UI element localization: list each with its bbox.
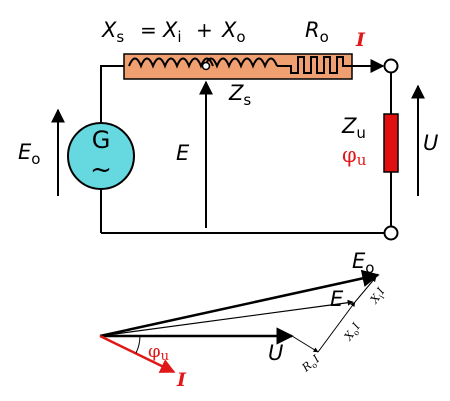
phasor-e — [99, 299, 354, 337]
phasor-label-i: I — [176, 369, 187, 391]
label-xo: Xo — [221, 18, 246, 46]
generator-label: G — [92, 126, 111, 154]
phasor-diagram: Eo E U φu I XiI XoI RoI — [99, 249, 389, 391]
label-equals: = — [140, 18, 157, 42]
terminal-top — [383, 58, 399, 74]
junction-dot — [201, 61, 211, 71]
label-plus: + — [196, 18, 213, 42]
phasor-label-ro-i: RoI — [299, 352, 324, 376]
terminal-bottom — [383, 225, 399, 241]
phasor-label-e: E — [330, 287, 344, 311]
label-ro: Ro — [305, 18, 329, 46]
phasor-i — [99, 334, 176, 374]
label-zs: Zs — [228, 81, 251, 109]
phasor-ro-i — [291, 335, 319, 353]
phasor-xo-i — [317, 301, 356, 353]
phasor-label-xo-i: XoI — [341, 320, 365, 345]
label-xi: Xi — [162, 18, 182, 46]
inductor-xi — [128, 57, 214, 69]
label-phi-u: φu — [342, 143, 367, 169]
angle-arc-phi-u — [135, 335, 141, 354]
phasor-eo — [99, 269, 380, 338]
generator-circle — [67, 122, 135, 190]
circuit: G ~ Xs = Xi + Xo Ro I Zs Eo E Zu φu U — [18, 18, 438, 241]
phasor-xi-i — [354, 276, 377, 303]
label-u: U — [423, 131, 438, 155]
generator-ac-symbol: ~ — [90, 155, 112, 185]
phasor-label-eo: Eo — [352, 249, 374, 277]
phasor-label-xi-i: XiI — [367, 285, 389, 308]
resistor-ro — [277, 56, 352, 74]
phasor-label-u: U — [268, 341, 283, 365]
label-zu: Zu — [341, 114, 366, 142]
label-xs: Xs — [101, 18, 124, 46]
label-eo: Eo — [18, 140, 40, 168]
wire-top-left — [100, 65, 124, 134]
phasor-label-phi-u: φu — [148, 341, 169, 364]
label-current: I — [355, 29, 366, 51]
label-e: E — [176, 141, 190, 165]
inductor-xo — [204, 57, 278, 69]
load-impedance — [383, 113, 399, 173]
